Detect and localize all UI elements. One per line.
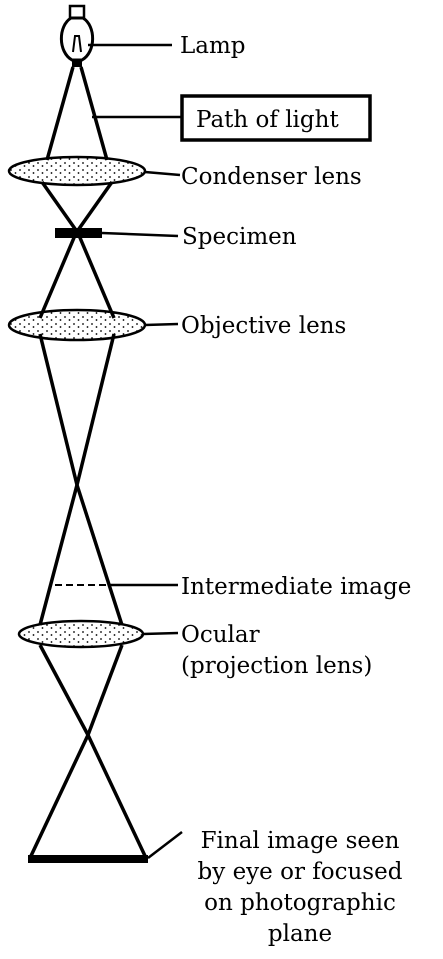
objective-lens: [7, 308, 147, 342]
label-lamp: Lamp: [180, 33, 246, 59]
path-of-light-box: [180, 94, 372, 142]
label-condenser-lens: Condenser lens: [181, 164, 362, 190]
final-image-plane: [28, 855, 148, 863]
label-objective-lens: Objective lens: [181, 313, 346, 339]
label-final-image-1: Final image seen: [201, 828, 400, 854]
label-ocular: Ocular: [181, 622, 260, 648]
label-specimen: Specimen: [182, 224, 297, 250]
label-final-image-2: by eye or focused: [198, 859, 403, 885]
leader-lines: [88, 43, 183, 859]
ocular-lens: [17, 619, 145, 649]
label-projection-lens: (projection lens): [181, 653, 372, 679]
label-intermediate-image: Intermediate image: [181, 574, 411, 600]
label-path-of-light: Path of light: [196, 107, 339, 133]
lamp-icon: [59, 4, 95, 67]
light-path: [28, 66, 148, 859]
label-final-image-3: on photographic: [204, 890, 396, 916]
condenser-lens: [7, 155, 147, 187]
label-final-image-4: plane: [268, 921, 332, 947]
specimen-slide: [55, 228, 102, 238]
